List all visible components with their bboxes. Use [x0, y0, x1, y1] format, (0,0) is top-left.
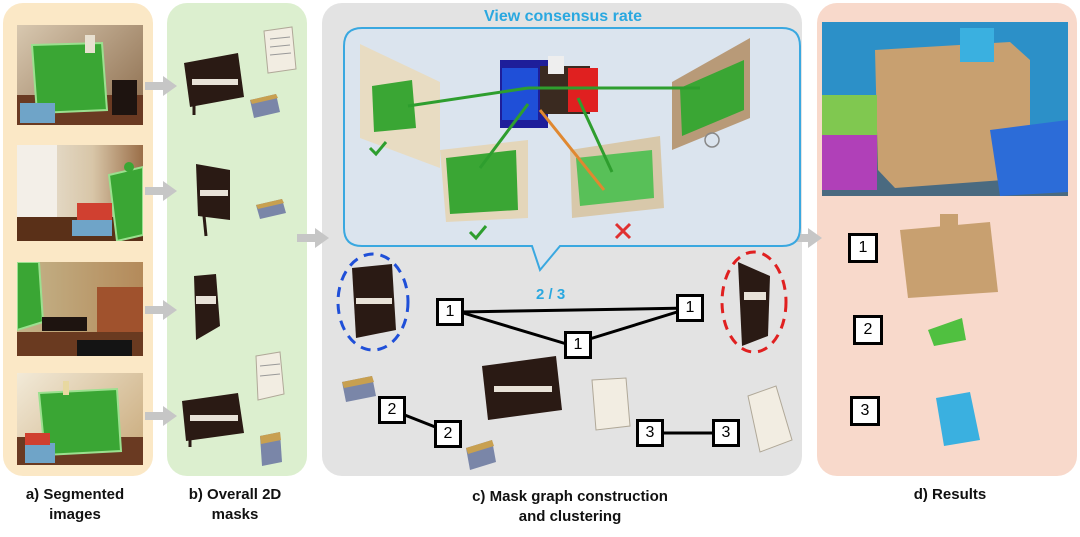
- caption-b-line2: masks: [211, 506, 259, 523]
- caption-d: d) Results: [880, 485, 1020, 505]
- segmented-image-2: [17, 145, 143, 241]
- cross-icon: [614, 222, 632, 240]
- result-object-sheet: [936, 392, 980, 446]
- caption-c: c) Mask graph construction and clusterin…: [440, 487, 700, 527]
- edge-consensus-label: 2 / 3: [536, 286, 566, 303]
- result-object-piano: [900, 214, 998, 298]
- check-icon: [468, 225, 488, 241]
- graph-piano-left: [352, 264, 396, 338]
- mask-piano-1: [180, 45, 250, 115]
- cluster-ellipse-blue: [336, 252, 410, 352]
- graph-node-2-a: 2: [378, 396, 406, 424]
- view-right: [672, 38, 750, 150]
- segmented-image-3: [17, 262, 143, 356]
- graph-sheet-b: [747, 385, 793, 453]
- caption-c-line2: and clustering: [518, 508, 622, 525]
- mask-box-3: [258, 430, 284, 468]
- mask-piano-4: [178, 385, 248, 447]
- caption-a: a) Segmented images: [0, 485, 150, 525]
- graph-node-3-a: 3: [636, 419, 664, 447]
- view-left: [360, 44, 440, 168]
- segmented-image-4: [17, 373, 143, 465]
- graph-piano-center: [482, 356, 562, 420]
- cluster-ellipse-red: [720, 250, 788, 354]
- mask-piano-2: [190, 160, 238, 238]
- graph-node-1-left: 1: [436, 298, 464, 326]
- graph-node-1-center: 1: [564, 331, 592, 359]
- view-bottom-mid: [570, 136, 664, 218]
- graph-node-2-b: 2: [434, 420, 462, 448]
- graph-piano-right: [738, 262, 770, 346]
- mask-sheet-music-1: [260, 25, 298, 75]
- segmented-image-1: [17, 25, 143, 125]
- mask-box-1: [248, 92, 282, 120]
- mask-box-2: [254, 197, 288, 221]
- circle-icon: [704, 132, 720, 148]
- results-reconstruction: [822, 22, 1068, 196]
- caption-b-line1: b) Overall 2D: [188, 486, 282, 503]
- result-label-2: 2: [853, 315, 883, 345]
- result-object-box: [928, 318, 966, 346]
- caption-c-line1: c) Mask graph construction: [472, 488, 668, 505]
- graph-node-1-right: 1: [676, 294, 704, 322]
- caption-a-line2: images: [49, 506, 101, 523]
- graph-sheet-a: [591, 377, 631, 431]
- graph-box-a: [342, 376, 376, 402]
- graph-box-b: [466, 440, 496, 470]
- graph-node-3-b: 3: [712, 419, 740, 447]
- caption-d-line1: d) Results: [913, 486, 987, 503]
- caption-b: b) Overall 2D masks: [160, 485, 310, 525]
- view-bottom-left: [440, 140, 528, 222]
- check-icon: [368, 141, 388, 157]
- bubble-title: View consensus rate: [484, 8, 642, 25]
- result-label-1: 1: [848, 233, 878, 263]
- caption-a-line1: a) Segmented: [25, 486, 125, 503]
- result-label-3: 3: [850, 396, 880, 426]
- mask-sheet-music-2: [252, 350, 286, 402]
- mask-piano-3: [190, 272, 224, 342]
